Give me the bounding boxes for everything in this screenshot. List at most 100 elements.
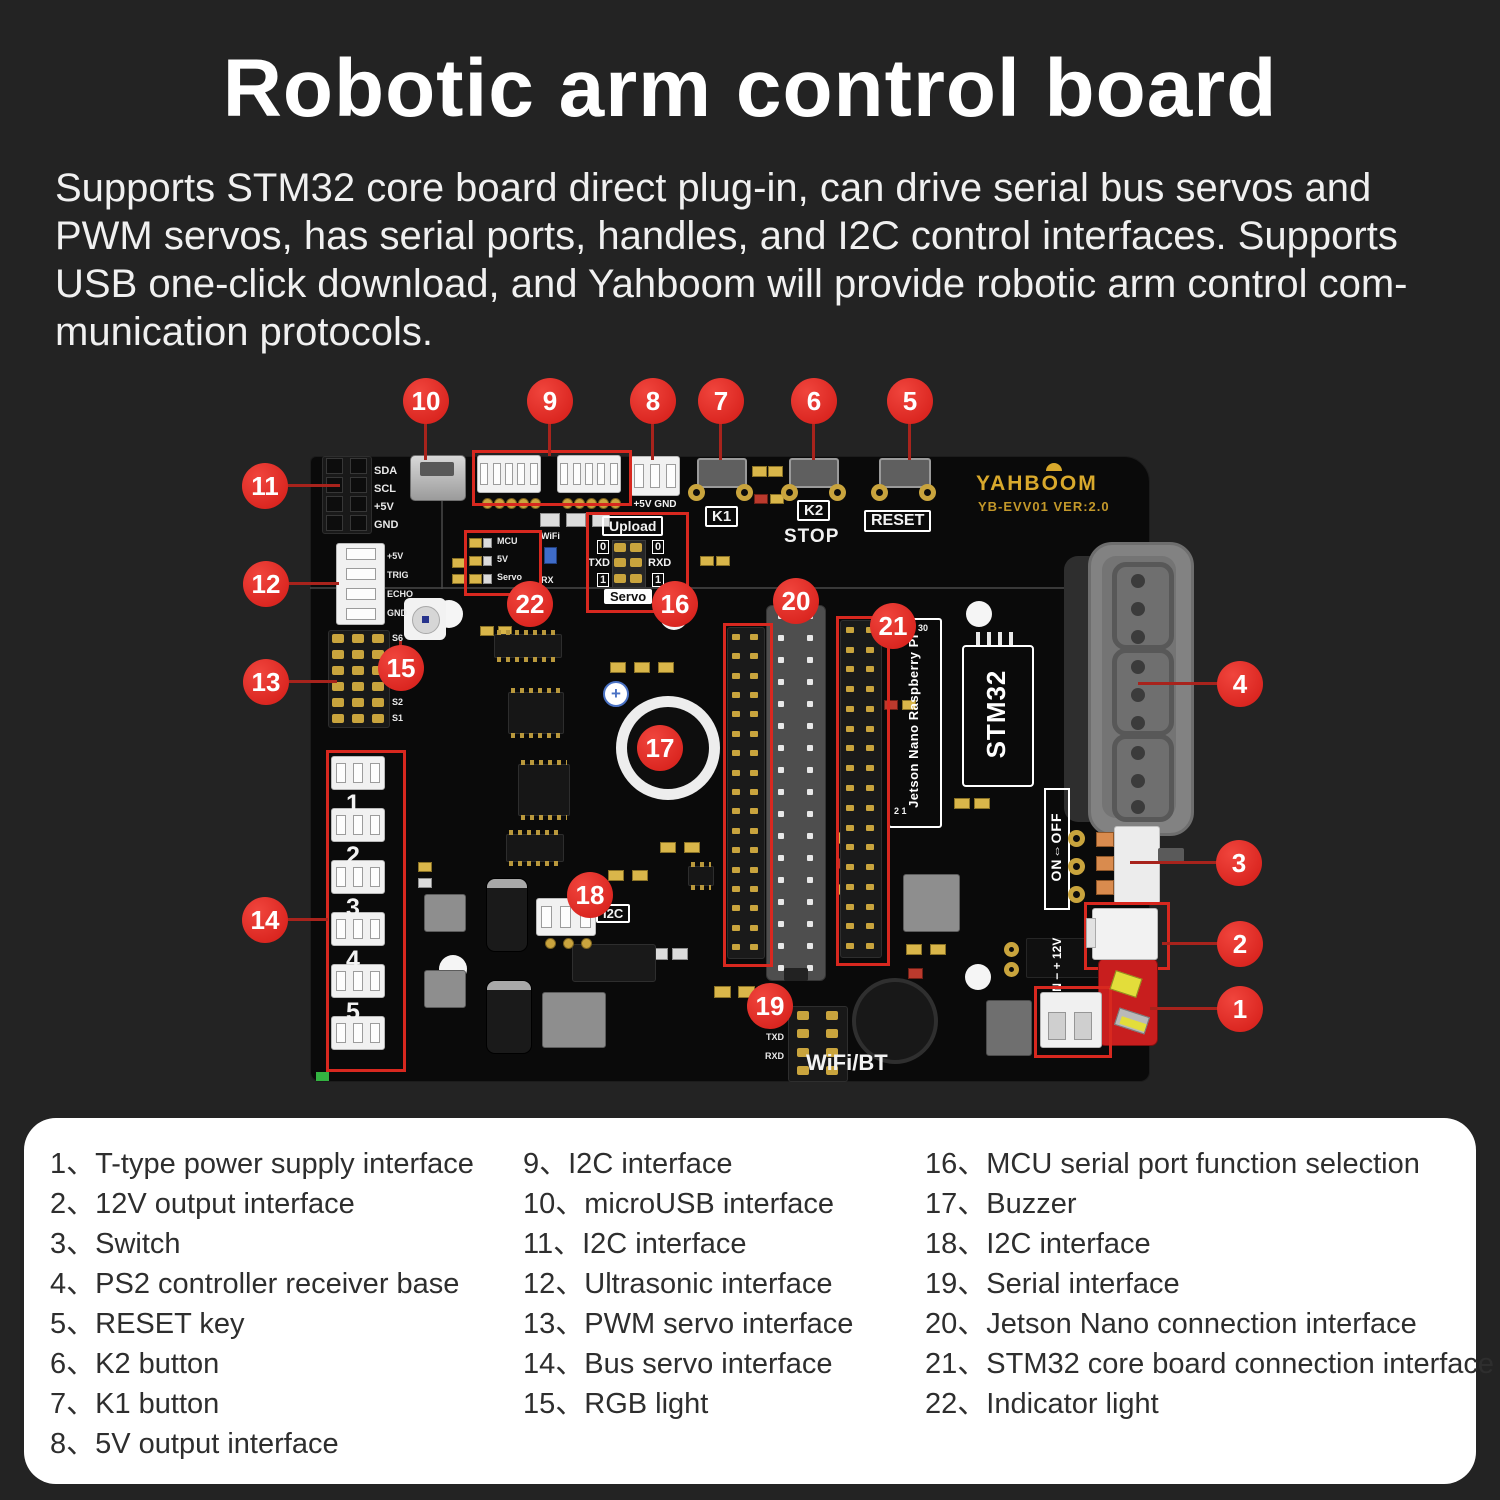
connector-slot bbox=[370, 763, 381, 783]
switch-actuator bbox=[1158, 848, 1184, 862]
bus-servo-number: 3 bbox=[346, 894, 360, 922]
callout-16: 16 bbox=[652, 581, 698, 627]
pin bbox=[866, 864, 874, 871]
pin bbox=[732, 886, 740, 893]
connector-slot bbox=[480, 463, 489, 485]
smd-component bbox=[540, 513, 560, 527]
k2-button bbox=[789, 458, 839, 488]
pin bbox=[825, 1066, 838, 1076]
pin bbox=[352, 713, 364, 723]
pin bbox=[732, 944, 740, 951]
mount-hole bbox=[966, 601, 992, 627]
smd-component bbox=[684, 842, 700, 853]
pin bbox=[372, 649, 384, 659]
reset-pad bbox=[919, 484, 936, 501]
pin-label: GND bbox=[387, 608, 407, 618]
pin bbox=[630, 558, 642, 568]
serial-select-outline bbox=[586, 512, 689, 613]
pin bbox=[846, 765, 854, 772]
pin bbox=[777, 899, 784, 905]
sel0-right: 0 bbox=[652, 540, 665, 554]
pin bbox=[732, 788, 740, 795]
pin-label: TRIG bbox=[387, 570, 409, 580]
k2-pad bbox=[781, 484, 798, 501]
stm32-pin bbox=[987, 632, 991, 645]
pin bbox=[806, 833, 813, 839]
connector-slot bbox=[504, 463, 513, 485]
legend-item: 15、RGB light bbox=[523, 1388, 709, 1420]
ps2-hole bbox=[1131, 660, 1145, 674]
pin bbox=[750, 866, 758, 873]
pin bbox=[349, 457, 367, 474]
connector-slot bbox=[541, 906, 553, 928]
smd-component bbox=[954, 798, 970, 809]
jetson-socket-notch bbox=[784, 968, 808, 981]
pin bbox=[806, 899, 813, 905]
smd-component bbox=[660, 842, 676, 853]
pin bbox=[614, 543, 626, 553]
pin bbox=[796, 1010, 809, 1020]
connector-slot bbox=[352, 1023, 363, 1043]
pin bbox=[777, 921, 784, 927]
pwm-servo-header bbox=[328, 630, 390, 728]
pin bbox=[352, 649, 364, 659]
smd-component bbox=[658, 662, 674, 673]
callout-9: 9 bbox=[527, 378, 573, 424]
pin bbox=[846, 705, 854, 712]
silk-line-horizontal bbox=[310, 587, 1148, 589]
electrolytic-capacitor bbox=[486, 878, 528, 952]
pin bbox=[846, 686, 854, 693]
legend-item: 14、Bus servo interface bbox=[523, 1348, 833, 1380]
description-line: munication protocols. bbox=[55, 310, 433, 354]
bus-servo-connector bbox=[331, 964, 385, 998]
electrolytic-capacitor bbox=[486, 980, 532, 1054]
pin bbox=[846, 943, 854, 950]
pin bbox=[806, 767, 813, 773]
5v-gnd-silk: +5V GND bbox=[633, 499, 677, 510]
txd-silk: TXD bbox=[588, 557, 610, 569]
connector-slot bbox=[335, 1023, 346, 1043]
pin bbox=[866, 784, 874, 791]
connector-slot bbox=[517, 463, 526, 485]
pin bbox=[732, 847, 740, 854]
callout-6: 6 bbox=[791, 378, 837, 424]
pin bbox=[866, 646, 874, 653]
callout-lead-line bbox=[399, 641, 402, 647]
pin bbox=[349, 476, 367, 493]
callout-lead-line bbox=[548, 420, 551, 456]
pin bbox=[806, 811, 813, 817]
pin bbox=[630, 573, 642, 583]
pin bbox=[325, 495, 343, 512]
pin bbox=[372, 697, 384, 707]
pin bbox=[806, 745, 813, 751]
callout-7: 7 bbox=[698, 378, 744, 424]
k2-pad bbox=[829, 484, 846, 501]
pin bbox=[866, 824, 874, 831]
pin bbox=[732, 633, 740, 640]
sel0-left: 0 bbox=[597, 540, 610, 554]
pin bbox=[866, 765, 874, 772]
callout-lead-line bbox=[288, 918, 328, 921]
connector-slot bbox=[345, 548, 376, 560]
pin bbox=[806, 789, 813, 795]
pin bbox=[750, 788, 758, 795]
smd-component bbox=[754, 494, 768, 504]
pin bbox=[630, 543, 642, 553]
pin bbox=[750, 769, 758, 776]
jetson-socket-holes bbox=[766, 605, 824, 979]
callout-10: 10 bbox=[403, 378, 449, 424]
connector-slot bbox=[352, 971, 363, 991]
pin bbox=[825, 1010, 838, 1020]
pin bbox=[750, 827, 758, 834]
page-title: Robotic arm control board bbox=[222, 43, 1278, 134]
callout-22: 22 bbox=[507, 581, 553, 627]
connector-slot bbox=[560, 906, 572, 928]
pin bbox=[332, 633, 344, 643]
pin bbox=[732, 769, 740, 776]
ps2-hole bbox=[1131, 574, 1145, 588]
smd-component bbox=[480, 626, 494, 636]
servo-select-silk: Servo bbox=[604, 589, 653, 604]
callout-lead-line bbox=[289, 582, 339, 585]
led-label: Servo bbox=[497, 572, 523, 582]
pin bbox=[825, 1029, 838, 1039]
